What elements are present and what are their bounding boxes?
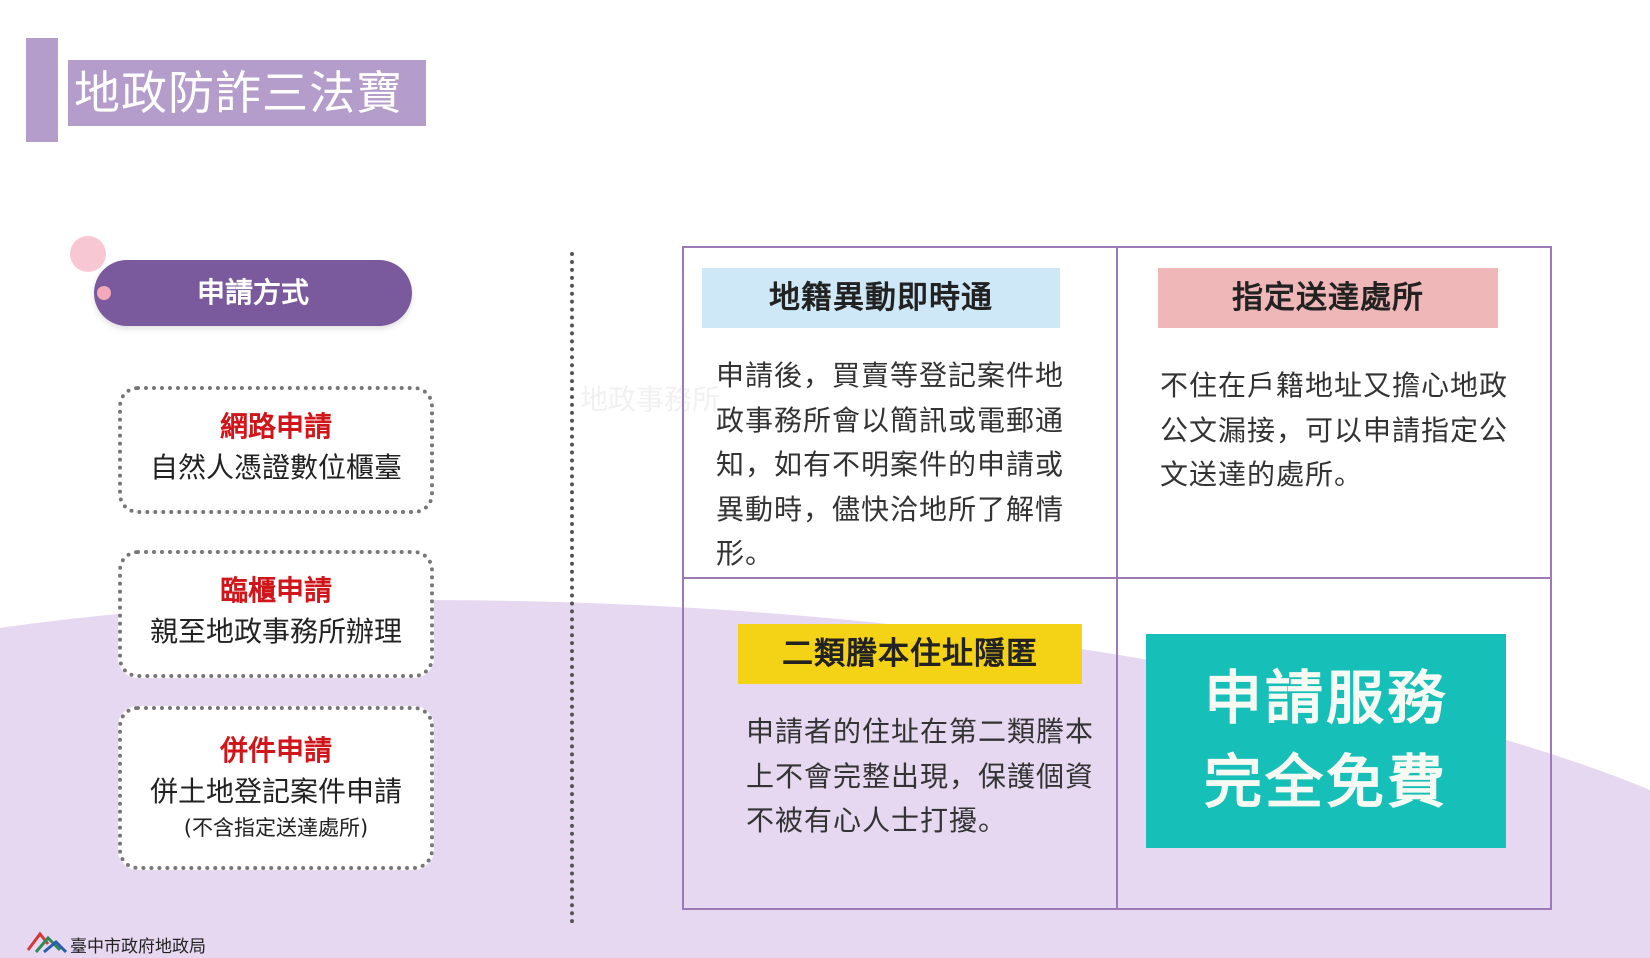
method-online-title: 網路申請 (219, 410, 332, 443)
watermark-text: 地政事務所 (580, 383, 721, 416)
land-bureau-logo-icon (26, 931, 68, 954)
text-cadastral-notification: 申請後，買賣等登記案件地政事務所會以簡訊或電郵通知，如有不明案件的申請或異動時，… (716, 359, 1065, 571)
method-online-box: 網路申請 自然人憑證數位櫃臺 (118, 386, 434, 514)
tag-designated-delivery: 指定送達處所 (1158, 268, 1498, 328)
method-combined-box: 併件申請 併土地登記案件申請 (不含指定送達處所) (118, 706, 434, 870)
grid-vertical-line (1116, 246, 1118, 910)
free-service-banner: 申請服務 完全免費 (1146, 634, 1506, 848)
method-counter-box: 臨櫃申請 親至地政事務所辦理 (118, 550, 434, 678)
tag-address-concealment: 二類謄本住址隱匿 (738, 624, 1082, 684)
method-combined-note: (不含指定送達處所) (183, 816, 369, 840)
method-combined-desc: 併土地登記案件申請 (149, 775, 402, 808)
dotted-divider (570, 252, 574, 924)
text-address-concealment: 申請者的住址在第二類謄本上不會完整出現，保護個資不被有心人士打擾。 (746, 715, 1095, 838)
application-method-label: 申請方式 (94, 260, 412, 326)
text-designated-delivery: 不住在戶籍地址又擔心地政公文漏接，可以申請指定公文送達的處所。 (1160, 369, 1509, 492)
method-counter-desc: 親至地政事務所辦理 (149, 615, 402, 648)
decor-dot-large (70, 236, 106, 272)
title-accent-bar (26, 38, 58, 142)
land-bureau-logo-text: 臺中市政府地政局 (70, 937, 206, 957)
method-counter-title: 臨櫃申請 (219, 574, 332, 607)
method-combined-title: 併件申請 (219, 734, 332, 767)
free-service-line2: 完全免費 (1203, 748, 1448, 816)
method-online-desc: 自然人憑證數位櫃臺 (149, 451, 402, 484)
decor-dot-small (97, 286, 111, 300)
tag-cadastral-notification: 地籍異動即時通 (702, 268, 1060, 328)
page-title: 地政防詐三法寶 (68, 60, 426, 126)
free-service-line1: 申請服務 (1203, 664, 1448, 732)
